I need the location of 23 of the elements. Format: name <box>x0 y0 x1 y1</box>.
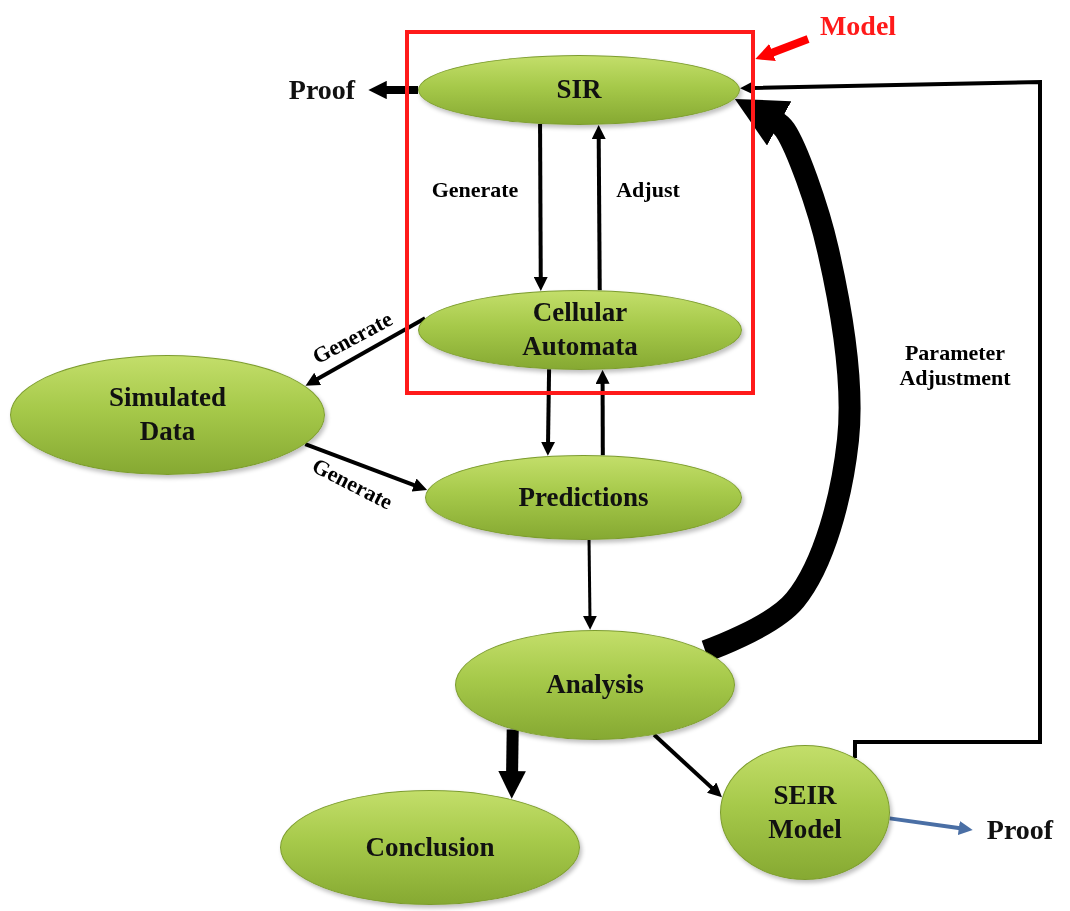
process-ellipse: Conclusion <box>280 790 580 905</box>
model-label: Model <box>806 8 910 44</box>
arrow <box>305 316 427 386</box>
process-ellipse: SEIR Model <box>720 745 890 880</box>
model-frame <box>405 30 755 395</box>
arrow <box>368 80 418 100</box>
arrow <box>591 125 606 291</box>
arrow <box>740 79 1042 758</box>
process-ellipse: Analysis <box>455 630 735 740</box>
arrow <box>582 539 597 630</box>
process-ellipse: SIR <box>418 55 740 125</box>
arrow <box>533 123 548 291</box>
arrow <box>889 816 973 835</box>
process-ellipse: Predictions <box>425 455 742 540</box>
arrow <box>652 733 722 798</box>
proof-label: Proof <box>276 73 368 107</box>
arrow <box>541 369 556 456</box>
arrow <box>304 442 428 492</box>
arrow <box>498 729 526 799</box>
process-ellipse: Cellular Automata <box>418 290 742 370</box>
proof-label: Proof <box>973 812 1067 848</box>
arrow <box>595 369 610 456</box>
arrow <box>755 35 810 62</box>
